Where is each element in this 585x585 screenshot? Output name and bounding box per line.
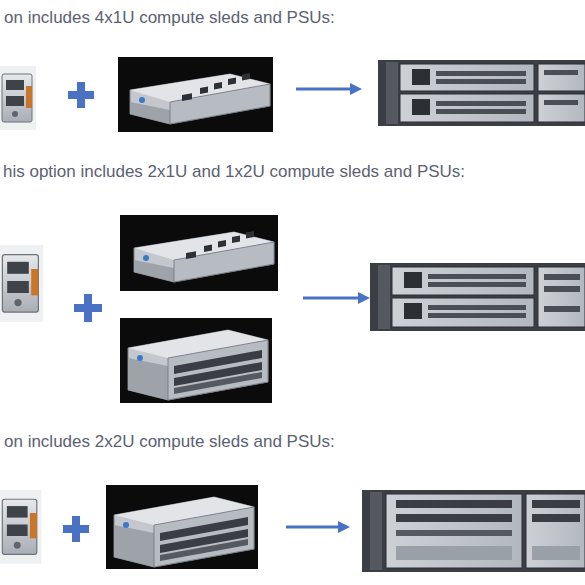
blue-arrow [296,83,362,95]
chassis [362,490,585,572]
option-caption: on includes 2x2U compute sleds and PSUs: [4,432,335,452]
plus-sign [63,516,89,542]
chassis [378,60,585,126]
plus-sign [74,294,102,322]
plus-sign [68,82,94,108]
blue-arrow [286,521,350,533]
option-caption: his option includes 2x1U and 1x2U comput… [3,162,465,182]
chassis [370,263,585,331]
option-caption: on includes 4x1U compute sleds and PSUs: [4,8,335,28]
blue-arrow [303,292,370,304]
